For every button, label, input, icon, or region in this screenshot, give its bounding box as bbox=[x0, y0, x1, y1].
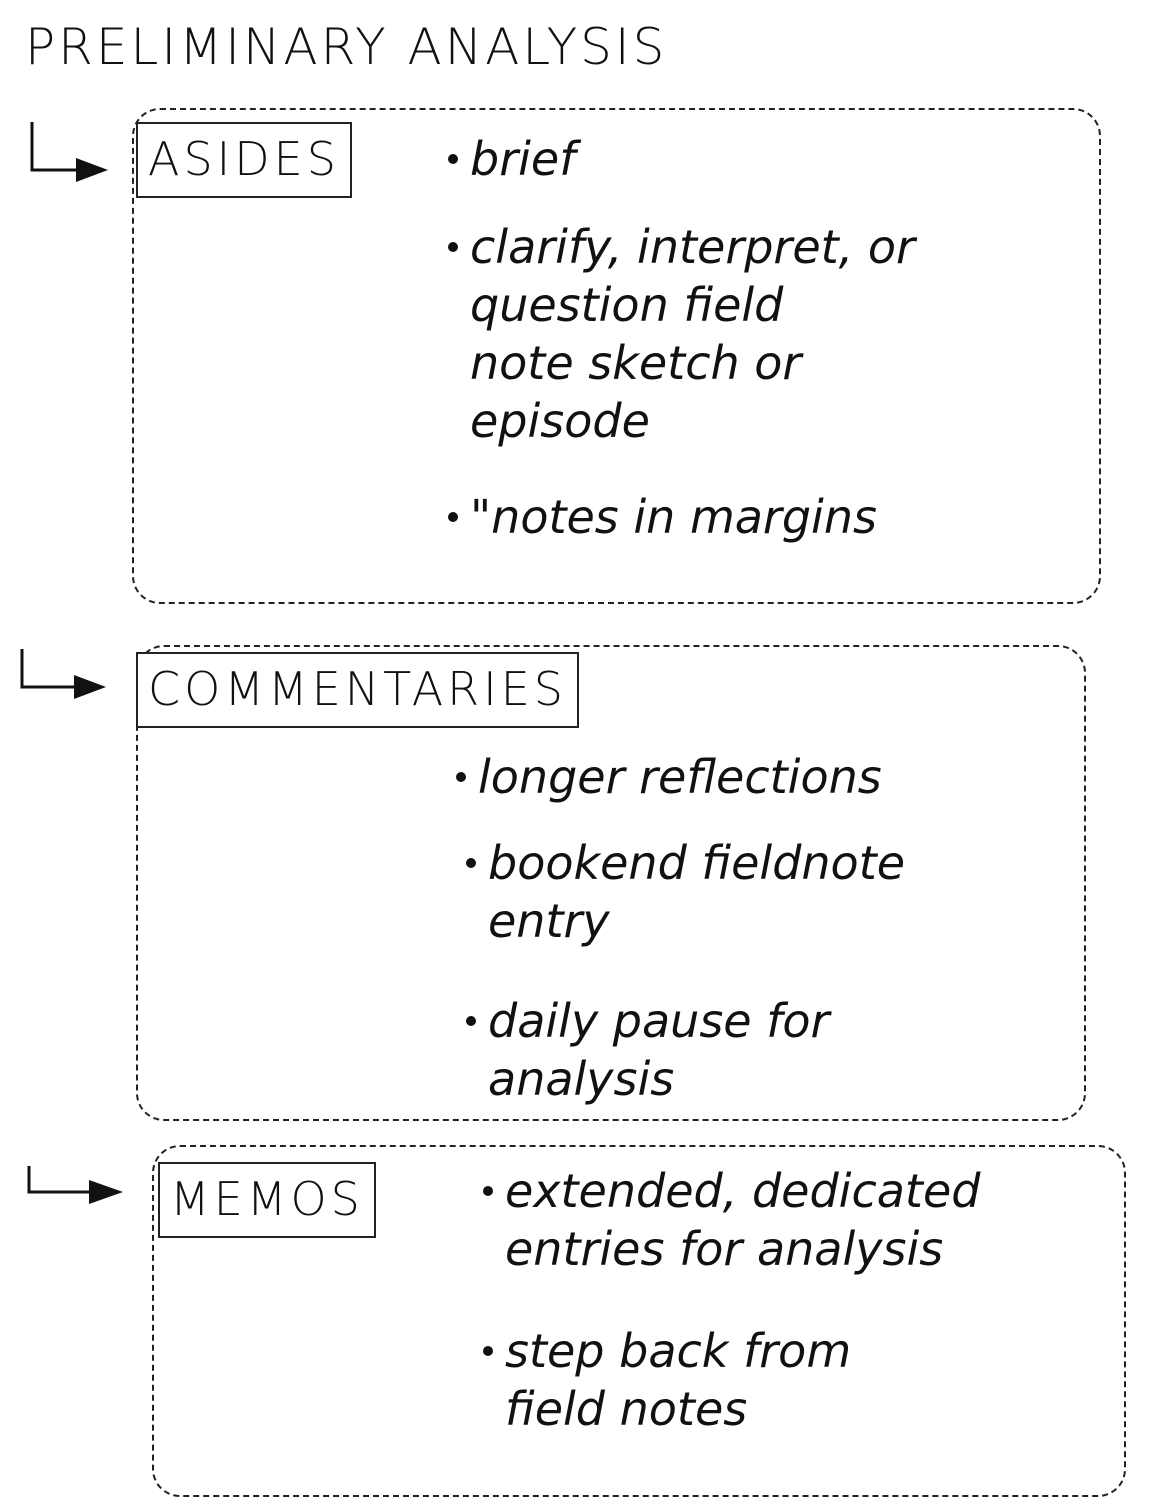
bullet-item: "notes in margins bbox=[448, 488, 877, 546]
bullet-item: longer reflections bbox=[456, 748, 882, 806]
commentaries-box bbox=[136, 645, 1086, 1121]
arrow-icon bbox=[30, 122, 108, 182]
memos-box bbox=[152, 1145, 1126, 1497]
asides-label: ASIDES bbox=[136, 122, 352, 198]
bullet-item: brief bbox=[448, 130, 575, 188]
commentaries-label: COMMENTARIES bbox=[136, 652, 579, 728]
asides-box bbox=[132, 108, 1101, 604]
arrow-icon bbox=[27, 1166, 123, 1204]
arrow-icon bbox=[20, 649, 106, 699]
diagram-title: PRELIMINARY ANALYSIS bbox=[25, 18, 668, 76]
memos-label: MEMOS bbox=[158, 1162, 376, 1238]
